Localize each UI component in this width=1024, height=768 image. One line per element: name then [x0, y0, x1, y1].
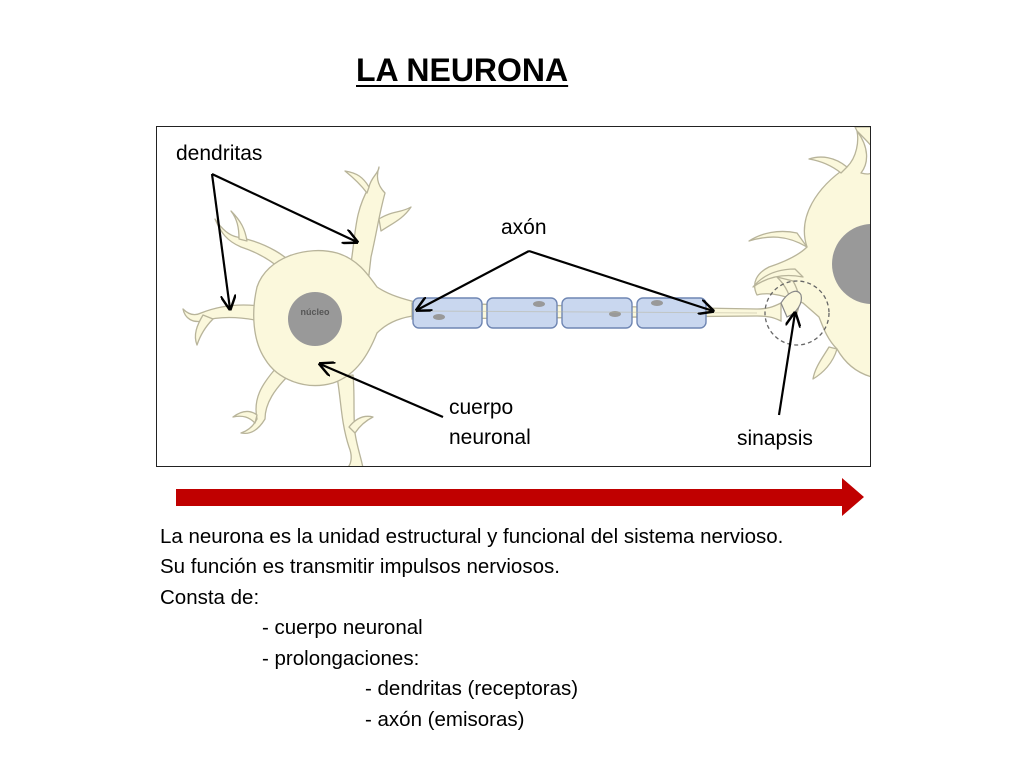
description-line-3: Consta de: [160, 586, 260, 609]
description-line-1: La neurona es la unidad estructural y fu… [160, 525, 784, 548]
description-item-1: - cuerpo neuronal [262, 616, 423, 639]
nucleus [288, 292, 342, 346]
arrow-dendritas-2 [210, 173, 230, 309]
page-title: LA NEURONA [356, 52, 569, 88]
right-nucleus [832, 224, 870, 304]
label-arrows [210, 173, 795, 419]
impulse-direction-arrow [176, 478, 864, 516]
synapse-circle [764, 280, 830, 346]
description-item-2: - prolongaciones: [262, 647, 420, 670]
label-dendritas: dendritas [176, 142, 263, 165]
neuron-illustration [182, 127, 870, 466]
description-subitem-1: - dendritas (receptoras) [365, 677, 579, 700]
arrow-axon-2 [528, 249, 713, 311]
label-cuerpo-line1: cuerpo [449, 396, 514, 419]
arrow-axon-1 [417, 250, 530, 310]
arrow-cuerpo [320, 364, 444, 419]
description-subitem-2: - axón (emisoras) [365, 708, 525, 731]
label-cuerpo-line2: neuronal [449, 426, 531, 449]
arrow-sinapsis [777, 313, 795, 416]
arrow-dendritas-1 [211, 173, 357, 242]
label-axon: axón [501, 216, 547, 239]
neuron-diagram: dendritas axón cuerpo neuronal sinapsis … [156, 126, 871, 467]
label-nucleo: núcleo [300, 307, 330, 317]
label-sinapsis: sinapsis [737, 427, 813, 450]
description-line-2: Su función es transmitir impulsos nervio… [160, 555, 560, 578]
